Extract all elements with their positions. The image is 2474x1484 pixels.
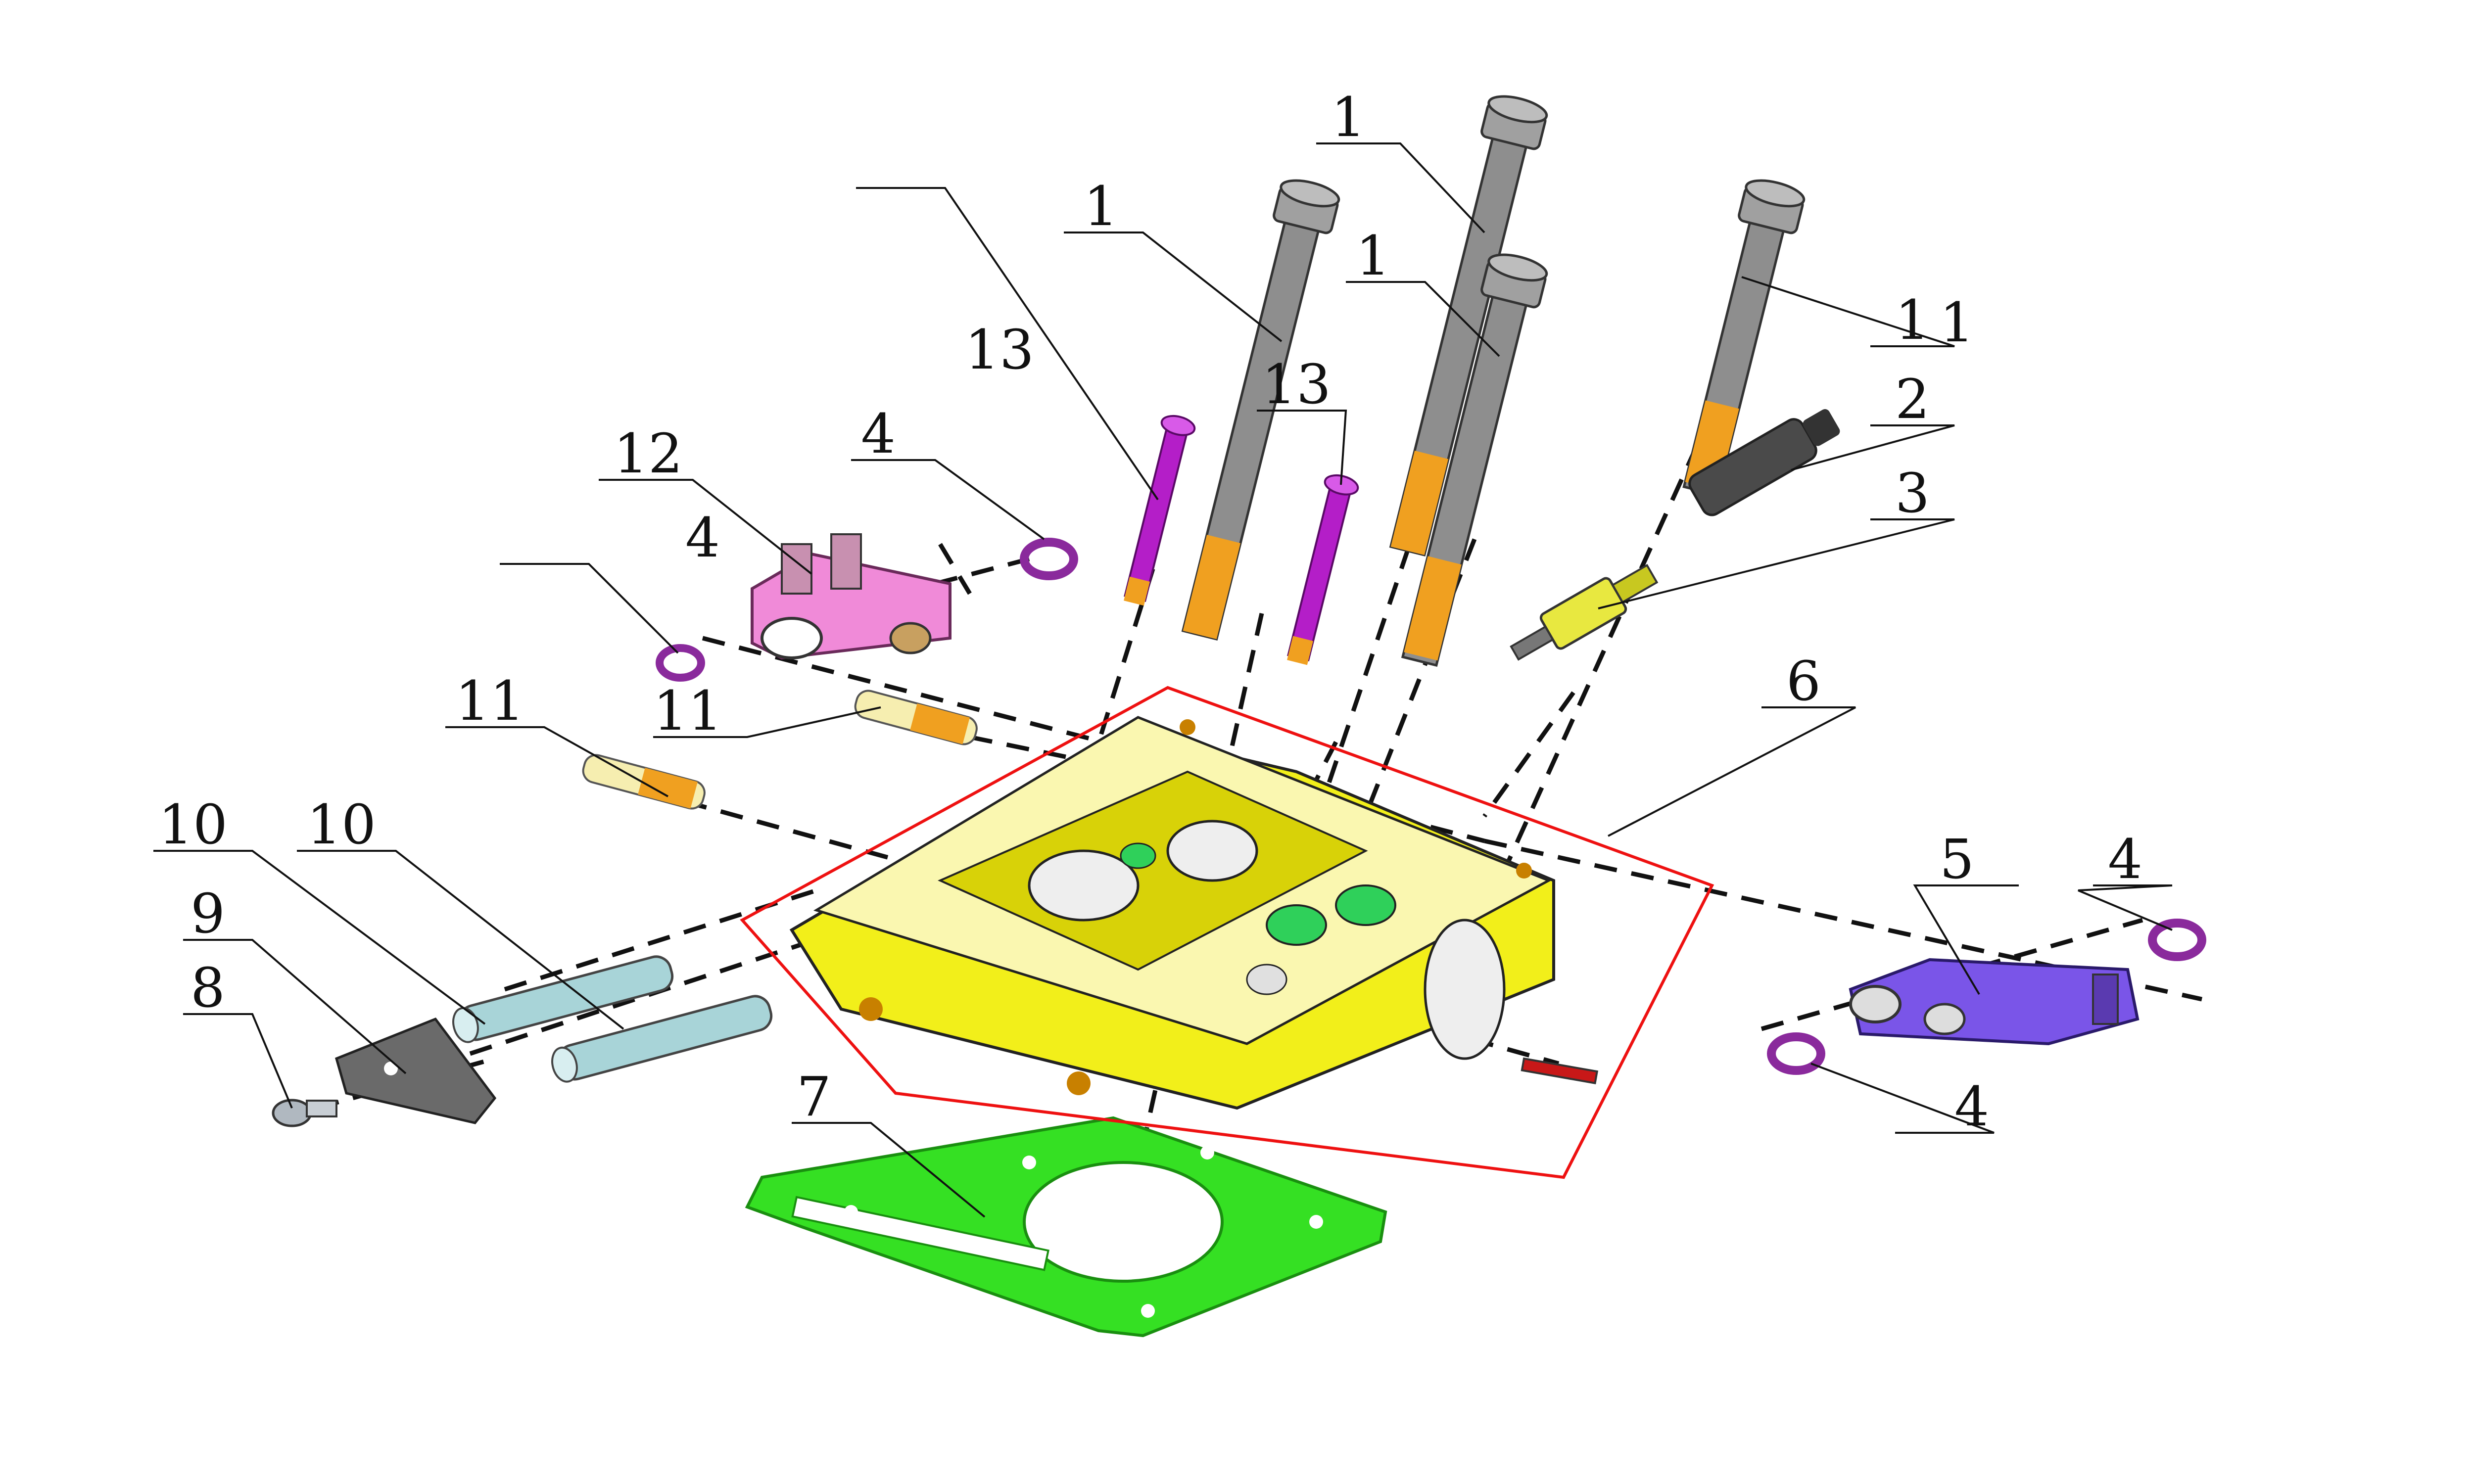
callout-label: 4 [2108,828,2142,891]
callout-label: 1 [1940,291,1974,354]
stud-left [1124,415,1196,606]
small-bolt [1521,1057,1599,1084]
callout-label: 7 [797,1065,831,1128]
callout-label: 10 [307,793,376,856]
dowel-pin-1 [452,955,674,1043]
head-bolt-4 [1682,179,1806,497]
dowel-pin-2 [551,995,773,1083]
callout-label: 2 [1895,368,1930,431]
head-bolt-3 [1401,253,1548,667]
callout-label: 8 [190,956,225,1020]
cylinder-head-highlight-frame [740,686,1714,1179]
cylinder-head [789,716,1555,1110]
callout-label: 11 [455,669,524,733]
callout-label: 11 [653,679,722,742]
dowel-pins [452,955,773,1083]
studs [1124,415,1359,665]
callout-label: 9 [190,882,225,945]
head-bolt-2 [1389,95,1548,557]
callout-labels: 1 1 1 1 2 3 4 4 4 4 5 6 7 8 9 10 10 11 1… [158,86,2142,1138]
o-ring-3 [2148,919,2206,961]
callout-label: 1 [1331,86,1366,149]
callout-label: 12 [614,422,683,485]
callout-label: 4 [861,402,896,465]
rocker-shafts [582,690,978,810]
stud-right [1287,474,1359,665]
callout-label: 13 [1262,353,1331,416]
head-bolts [1181,95,1806,667]
callout-label: 4 [685,506,720,569]
callout-label: 5 [1940,828,1974,891]
lock-plate [334,1017,497,1124]
left-rocker-arm-assembly [751,533,952,660]
callout-label: 4 [1954,1075,1989,1138]
callout-label: 1 [1895,288,1930,352]
screw [272,1099,337,1127]
callout-label: 6 [1786,649,1821,713]
right-rocker-arm-assembly [1849,958,2140,1046]
cylinder-gasket [745,1116,1387,1338]
callout-leader-lines [153,142,2173,1218]
o-rings [656,538,2206,1075]
head-bolt-1 [1181,179,1340,641]
callout-label: 13 [965,318,1034,381]
callout-label: 10 [158,793,228,856]
sensor-cap [1688,409,1840,516]
o-ring-1 [1020,538,1078,580]
o-ring-2 [656,644,705,682]
temperature-sensor [1510,563,1659,661]
callout-label: 1 [1084,175,1118,238]
rocker-shaft-right [854,690,978,745]
o-ring-4 [1767,1032,1825,1075]
callout-label: 1 [1356,224,1390,287]
callout-label: 3 [1895,462,1930,525]
